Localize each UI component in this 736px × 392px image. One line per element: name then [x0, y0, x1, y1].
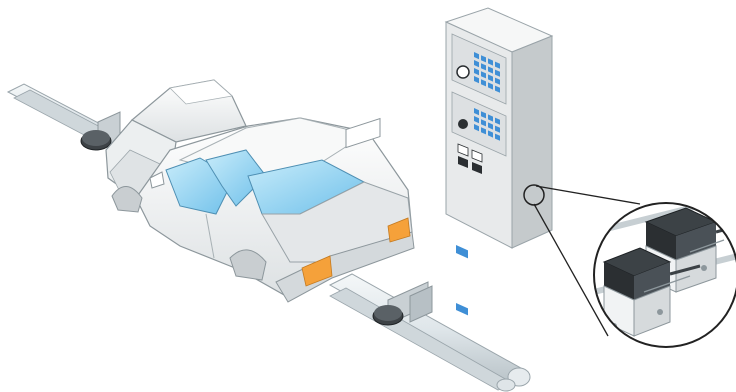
panel-button [474, 124, 479, 132]
magnifier-target-ring [523, 184, 545, 206]
panel-button [495, 125, 500, 133]
panel-button [474, 116, 479, 124]
rail-mount-front [372, 281, 433, 326]
rail-end-cap-lower [496, 378, 516, 392]
panel-button [488, 122, 493, 130]
panel-button [474, 68, 479, 76]
button-grid-lower [474, 108, 500, 141]
panel-button [495, 77, 500, 85]
magnified-sensor-view [593, 202, 736, 348]
car-side-window-rear [205, 149, 267, 207]
panel-button [481, 63, 486, 71]
panel-button [495, 133, 500, 141]
panel-button [488, 66, 493, 74]
panel-button [481, 127, 486, 135]
panel-button [481, 111, 486, 119]
display-screen-lower [456, 303, 468, 316]
cabinet-gauges [457, 143, 483, 174]
panel-button [474, 76, 479, 84]
panel-button [488, 130, 493, 138]
tail-light-left [301, 255, 333, 287]
panel-button [481, 119, 486, 127]
panel-button [495, 117, 500, 125]
license-plate [345, 117, 381, 149]
dial-knob-lower [458, 119, 468, 129]
panel-button [488, 114, 493, 122]
panel-button [495, 69, 500, 77]
panel-button [481, 71, 486, 79]
panel-button [474, 108, 479, 116]
panel-button [488, 74, 493, 82]
car-body [105, 79, 415, 303]
cabinet-lower-panel [451, 91, 507, 316]
panel-button [495, 85, 500, 93]
side-mirror [149, 171, 165, 189]
panel-button [474, 60, 479, 68]
panel-button [495, 61, 500, 69]
button-grid-upper [474, 52, 500, 93]
tail-light-right [387, 217, 411, 243]
magnifier-lens-ring [593, 202, 736, 348]
panel-button [481, 79, 486, 87]
panel-button [488, 58, 493, 66]
panel-button [474, 52, 479, 60]
panel-button [488, 82, 493, 90]
control-cabinet [444, 7, 554, 316]
dial-knob [456, 65, 470, 79]
display-screen [456, 245, 468, 259]
panel-button [481, 55, 486, 63]
magnifier-callout [523, 184, 641, 337]
